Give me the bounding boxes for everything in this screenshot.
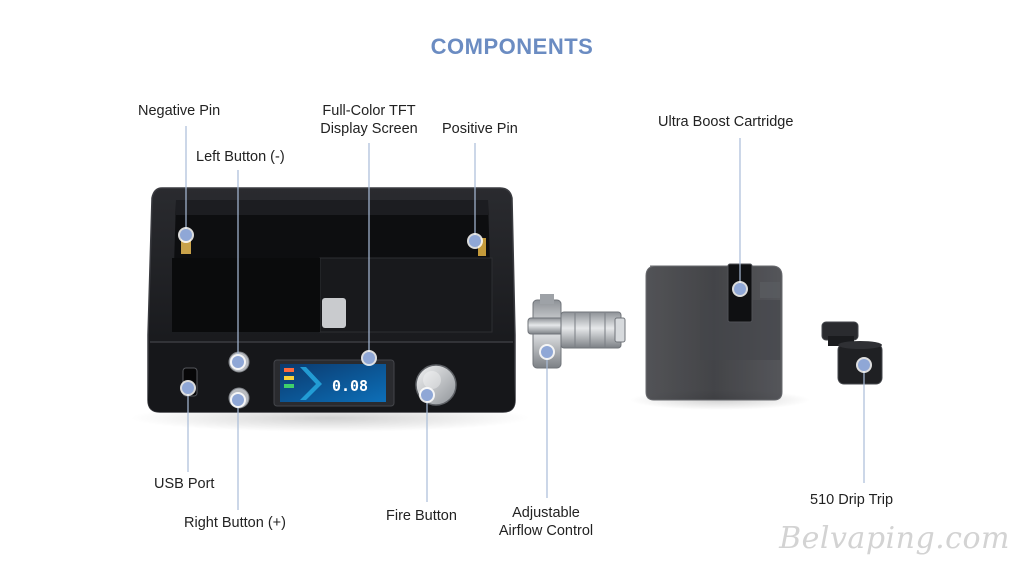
marker-dot-fire-button [421,389,433,401]
marker-dot-airflow [541,346,553,358]
marker-dot-display-screen [363,352,375,364]
marker-dot-ultra-boost [734,283,746,295]
label-usb-port: USB Port [154,476,215,492]
marker-dot-usb-port [182,382,194,394]
label-left-button: Left Button (-) [196,149,285,165]
tft-screen [280,364,386,402]
label-ultra-boost-cartridge: Ultra Boost Cartridge [658,114,794,130]
ledge-clip [322,298,346,328]
marker-dot-negative-pin [180,229,192,241]
watermark-logo: Belvaping.com [779,521,1010,556]
label-airflow-control: Adjustable Airflow Control [490,504,602,540]
ultra-boost-cartridge [645,263,783,401]
marker-dot-drip-tip [858,359,870,371]
label-fire-button: Fire Button [386,508,457,524]
label-negative-pin: Negative Pin [138,103,221,119]
positive-contact [478,238,486,256]
screen-reading: 0.08 [332,377,368,395]
drip-tip [821,321,883,385]
label-display-line2: Display Screen [320,121,418,137]
callout-leaders [178,126,872,510]
diagram-title: COMPONENTS [430,34,594,59]
marker-dot-right-button [232,394,244,406]
label-airflow-line2: Airflow Control [498,523,594,539]
label-airflow-line1: Adjustable [512,505,580,521]
marker-dot-left-button [232,356,244,368]
label-drip-tip: 510 Drip Trip [810,492,894,508]
label-right-button: Right Button (+) [184,515,286,531]
mod-body: 0.08 [147,187,516,413]
label-display-line1: Full-Color TFT [322,103,416,119]
label-positive-pin: Positive Pin [442,121,518,137]
marker-dot-positive-pin [469,235,481,247]
label-display-screen: Full-Color TFT Display Screen [314,102,424,138]
